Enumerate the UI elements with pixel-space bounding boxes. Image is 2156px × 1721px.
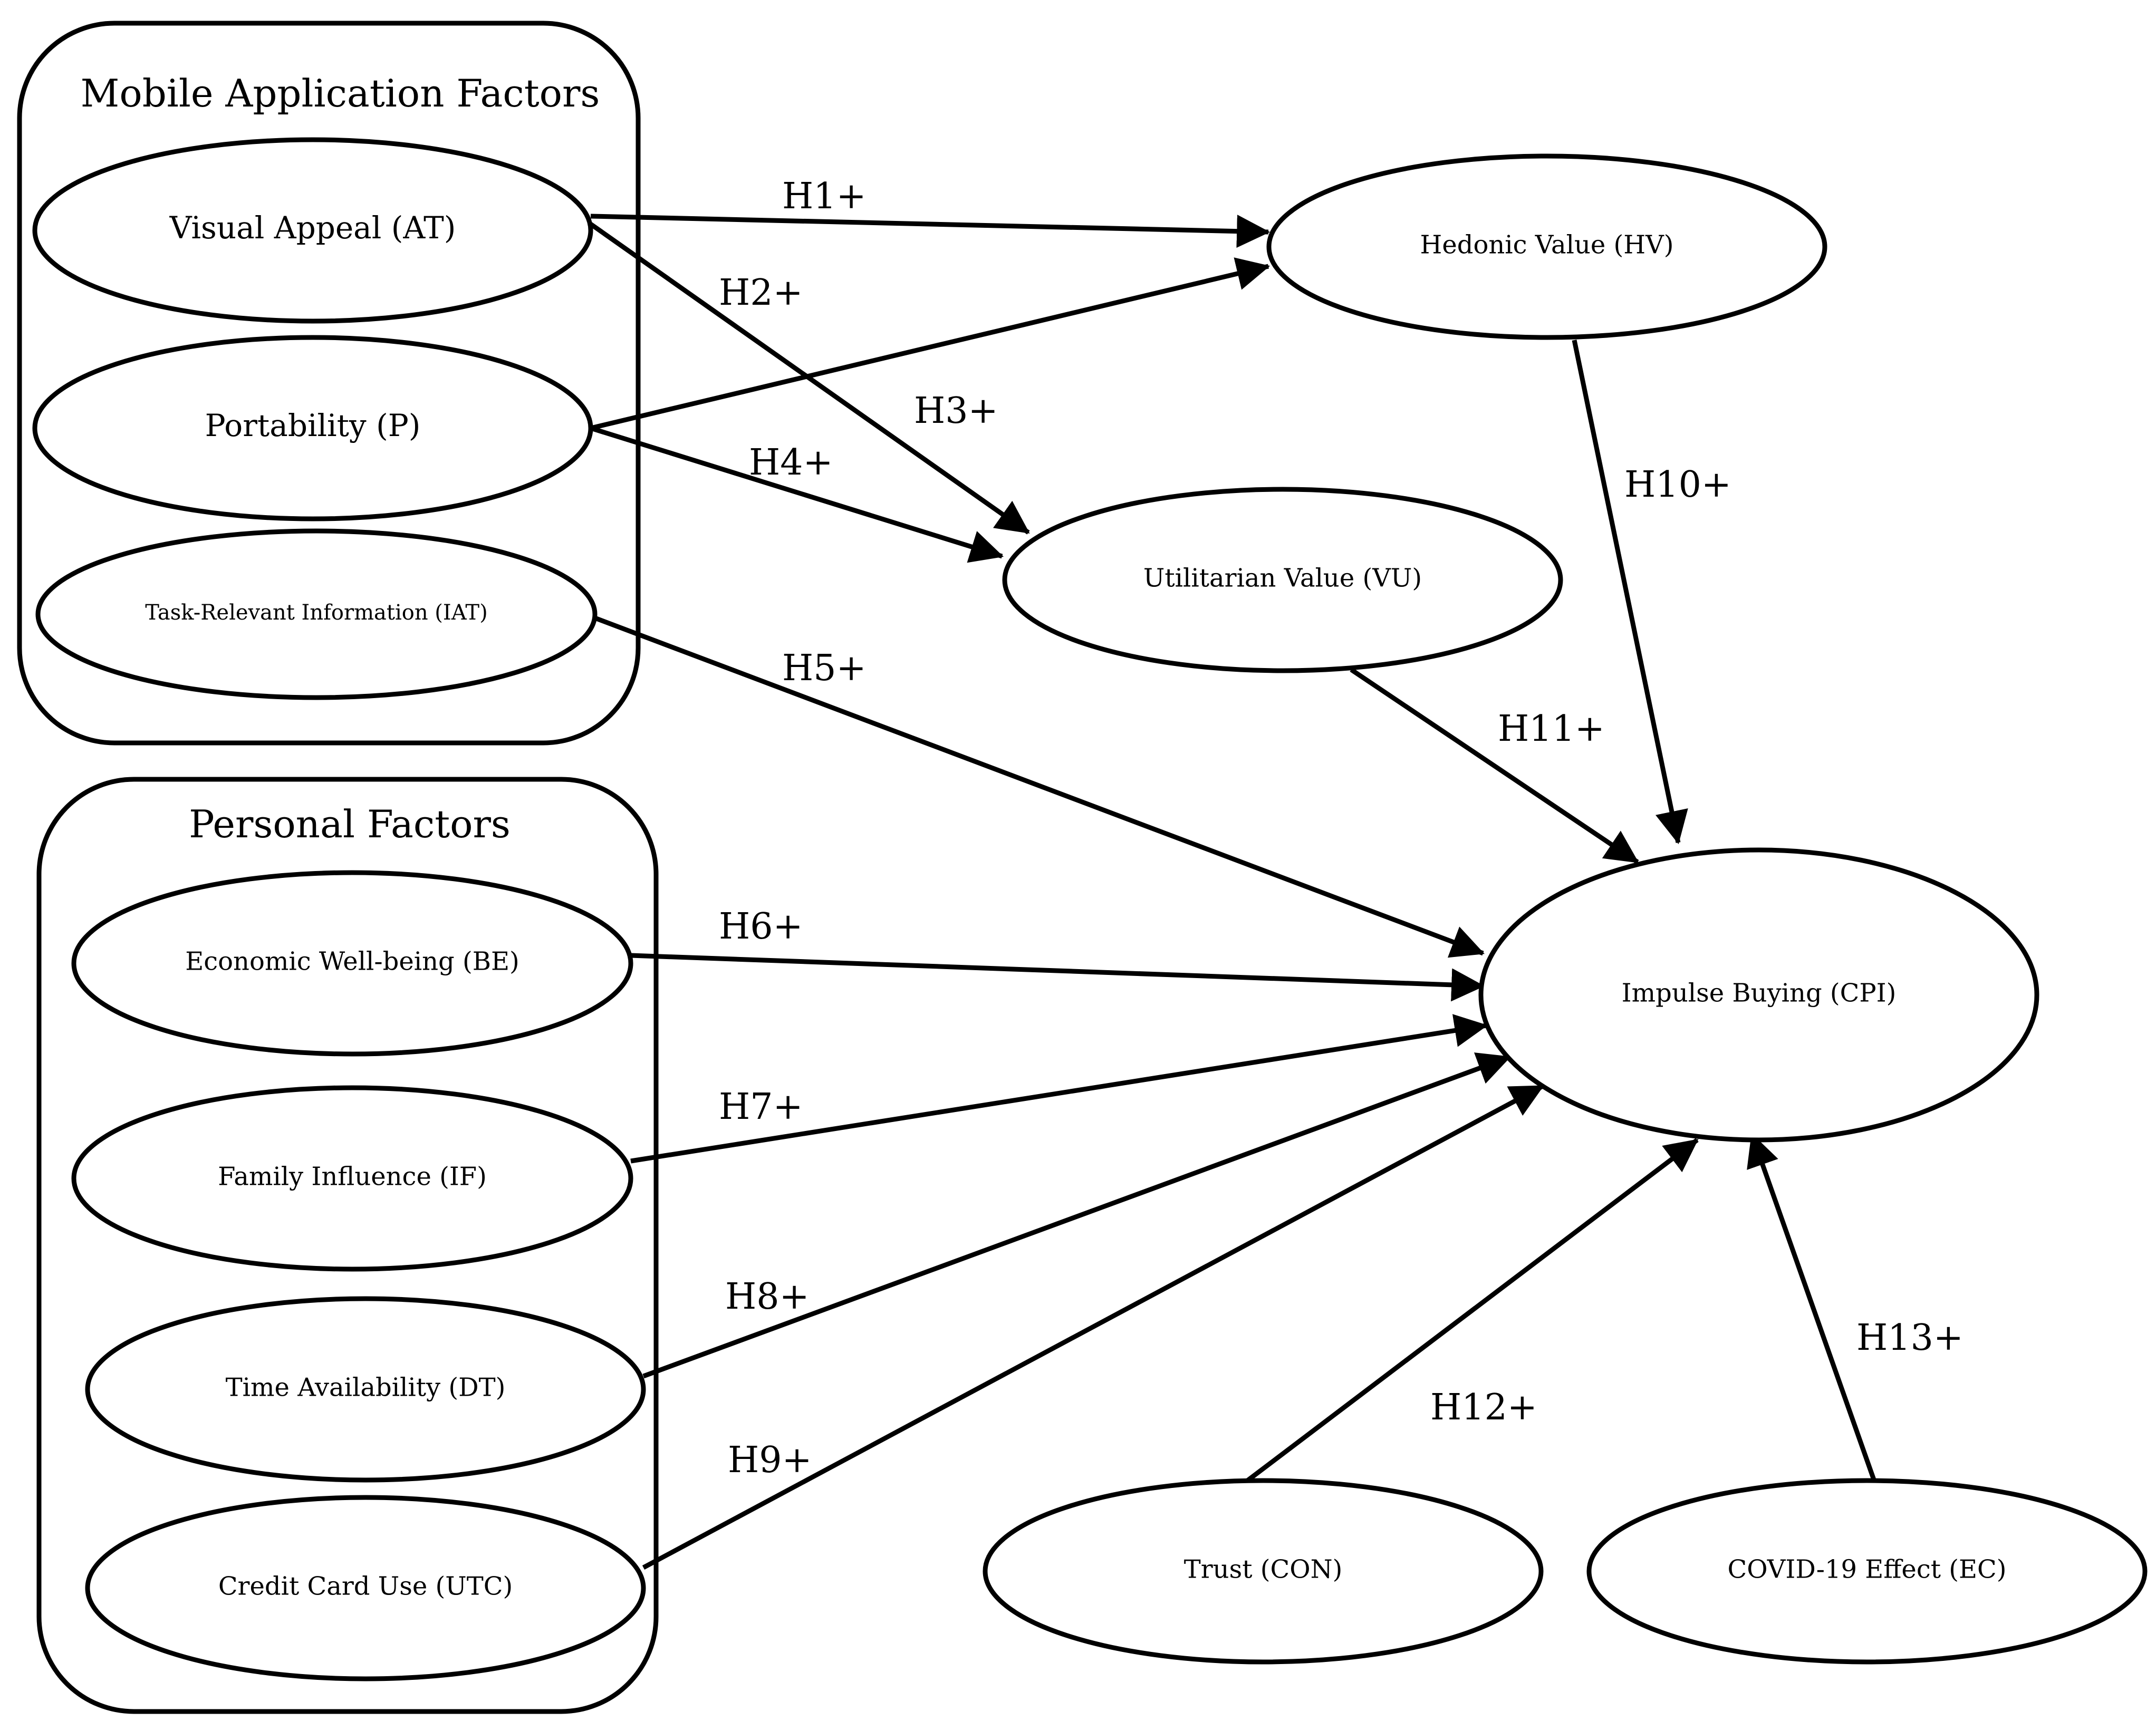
- node-hedonic-value: [1266, 153, 1827, 340]
- node-covid19-effect: [1586, 1478, 2148, 1665]
- arrow-h5: [594, 615, 1485, 958]
- node-economic-well-being: [71, 870, 633, 1057]
- node-label-portability: Portability (P): [205, 408, 421, 443]
- arrow-h3: [590, 257, 1270, 431]
- label-h6: H6+: [719, 906, 803, 947]
- label-h8: H8+: [725, 1276, 810, 1318]
- arrow-h9: [642, 1084, 1544, 1570]
- arrow-h11: [1350, 668, 1639, 864]
- node-family-influence: [71, 1085, 633, 1272]
- label-h12: H12+: [1430, 1387, 1537, 1428]
- group-personal-factors: [36, 777, 659, 1714]
- node-trust: [983, 1478, 1544, 1665]
- node-label-impulse-buying: Impulse Buying (CPI): [1622, 979, 1897, 1008]
- node-utilitarian-value: [1002, 487, 1563, 673]
- node-label-time-availability: Time Availability (DT): [226, 1373, 506, 1403]
- label-h11: H11+: [1498, 708, 1605, 750]
- label-h2: H2+: [719, 272, 803, 314]
- node-credit-card-use: [85, 1495, 646, 1681]
- arrow-h8: [642, 1052, 1511, 1379]
- arrow-h2: [589, 222, 1030, 535]
- arrow-h1: [590, 214, 1270, 248]
- node-portability: [32, 335, 593, 521]
- node-visual-appeal: [32, 137, 593, 324]
- node-time-availability: [85, 1296, 646, 1483]
- arrow-h10: [1572, 340, 1688, 845]
- node-label-family-influence: Family Influence (IF): [218, 1162, 487, 1192]
- group-title-mobile: Mobile Application Factors: [81, 71, 600, 115]
- arrow-h6: [630, 953, 1485, 1002]
- group-mobile-application-factors: [17, 21, 641, 746]
- node-label-hedonic-value: Hedonic Value (HV): [1420, 230, 1673, 260]
- node-label-trust: Trust (CON): [1184, 1555, 1343, 1584]
- label-h3: H3+: [914, 390, 998, 432]
- node-label-covid19-effect: COVID-19 Effect (EC): [1728, 1555, 2007, 1584]
- node-label-utilitarian-value: Utilitarian Value (VU): [1143, 564, 1422, 593]
- label-h5: H5+: [782, 647, 867, 689]
- label-h9: H9+: [728, 1439, 812, 1481]
- node-label-visual-appeal: Visual Appeal (AT): [169, 210, 456, 246]
- group-title-personal: Personal Factors: [189, 802, 511, 846]
- label-h7: H7+: [719, 1086, 803, 1128]
- node-label-credit-card-use: Credit Card Use (UTC): [218, 1572, 513, 1601]
- node-impulse-buying: [1478, 847, 2039, 1143]
- arrow-h13: [1747, 1133, 1878, 1484]
- label-h4: H4+: [749, 442, 833, 484]
- label-h1: H1+: [782, 176, 867, 217]
- arrow-h12: [1243, 1138, 1699, 1485]
- label-h10: H10+: [1624, 464, 1731, 506]
- label-h13: H13+: [1856, 1317, 1964, 1359]
- arrow-h7: [630, 1014, 1488, 1164]
- arrow-h4: [590, 426, 1004, 563]
- node-label-task-relevant-information: Task-Relevant Information (IAT): [145, 601, 487, 625]
- node-task-relevant-information: [35, 528, 598, 700]
- node-label-economic-well-being: Economic Well-being (BE): [185, 947, 519, 976]
- hypothesis-arrows: [589, 214, 1878, 1570]
